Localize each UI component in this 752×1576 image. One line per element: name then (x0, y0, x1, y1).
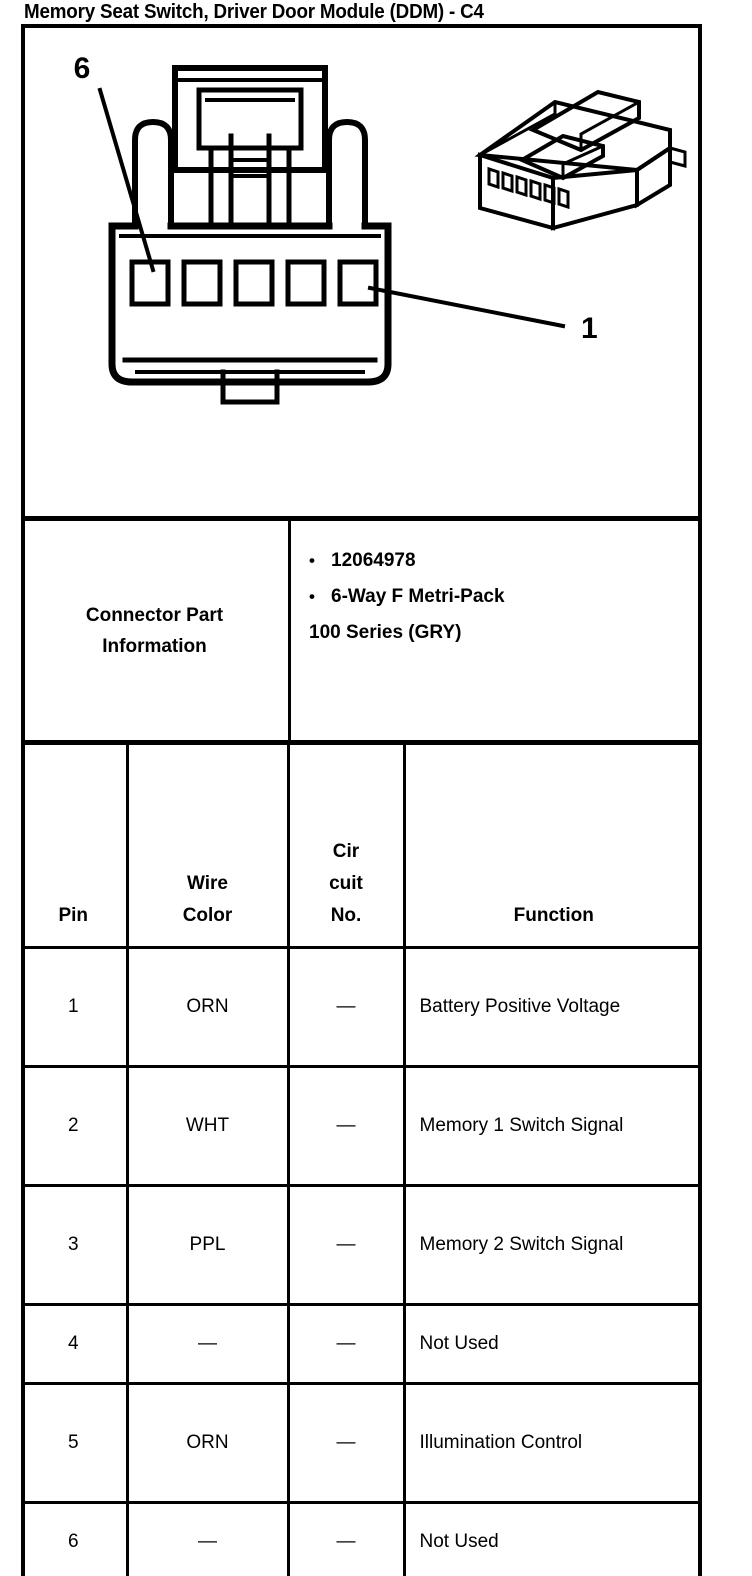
cell-pin: 3 (21, 1185, 129, 1306)
partinfo-label-line1: Connector Part (85, 605, 224, 626)
illustration-bottom-rule (21, 516, 702, 521)
cell-pin: 4 (21, 1304, 129, 1385)
cell-pin: 1 (21, 947, 129, 1068)
cell-wire-color: ORN (127, 947, 290, 1068)
title-underline-rule (21, 24, 702, 28)
partinfo-bottom-rule (21, 740, 702, 745)
cell-function: Not Used (404, 1304, 702, 1385)
cell-function: Memory 1 Switch Signal (404, 1066, 702, 1187)
column-header-circuit-no: Cir cuit No. (288, 745, 406, 949)
cavity-6 (129, 259, 171, 307)
page-title: Memory Seat Switch, Driver Door Module (… (24, 1, 484, 23)
cell-circuit-no: — (288, 947, 406, 1068)
cell-wire-color: — (127, 1502, 290, 1576)
column-header-function: Function (404, 745, 702, 949)
column-header-pin: Pin (21, 745, 129, 949)
table-header-row: Pin Wire Color Cir cuit No. Function (21, 745, 702, 949)
cell-wire-color: WHT (127, 1066, 290, 1187)
bullet-icon: • (309, 587, 315, 606)
partinfo-label-line2: Information (102, 636, 207, 657)
callout-label-1: 1 (581, 312, 598, 345)
cell-pin: 6 (21, 1502, 129, 1576)
callout-leaders (97, 87, 566, 329)
part-number: 12064978 (331, 550, 416, 571)
connector-illustration: 6 1 (25, 30, 698, 518)
connector-part-information-label: Connector Part Information (21, 521, 288, 741)
cell-function: Illumination Control (404, 1383, 702, 1504)
cell-pin: 2 (21, 1066, 129, 1187)
table-row: 4——Not Used (21, 1304, 702, 1385)
cell-circuit-no: — (288, 1066, 406, 1187)
cell-wire-color: PPL (127, 1185, 290, 1306)
cell-circuit-no: — (288, 1304, 406, 1385)
cell-pin: 5 (21, 1383, 129, 1504)
isometric-view (474, 89, 687, 231)
column-header-wire-color: Wire Color (127, 745, 290, 949)
pin-assignment-table: Pin Wire Color Cir cuit No. Function (21, 745, 702, 1576)
front-face-view (108, 65, 392, 405)
connector-part-information-block: Connector Part Information • 12064978 • … (21, 521, 702, 741)
cell-wire-color: ORN (127, 1383, 290, 1504)
cell-circuit-no: — (288, 1502, 406, 1576)
connector-type: 6-Way F Metri-Pack (331, 586, 505, 607)
cell-function: Not Used (404, 1502, 702, 1576)
cell-function: Memory 2 Switch Signal (404, 1185, 702, 1306)
cell-wire-color: — (127, 1304, 290, 1385)
bullet-icon: • (309, 551, 315, 570)
connector-series: 100 Series (GRY) (309, 622, 462, 643)
cell-circuit-no: — (288, 1185, 406, 1306)
cell-circuit-no: — (288, 1383, 406, 1504)
page-title-bar: Memory Seat Switch, Driver Door Module (… (0, 0, 752, 28)
table-row: 6——Not Used (21, 1502, 702, 1576)
callout-label-6: 6 (74, 52, 91, 85)
partinfo-bullet-item: • 6-Way F Metri-Pack (309, 579, 702, 615)
partinfo-bullet-item: • 12064978 (309, 543, 702, 579)
cell-function: Battery Positive Voltage (404, 947, 702, 1068)
partinfo-column-divider (288, 521, 291, 741)
connector-part-information-values: • 12064978 • 6-Way F Metri-Pack 100 Seri… (291, 521, 702, 741)
